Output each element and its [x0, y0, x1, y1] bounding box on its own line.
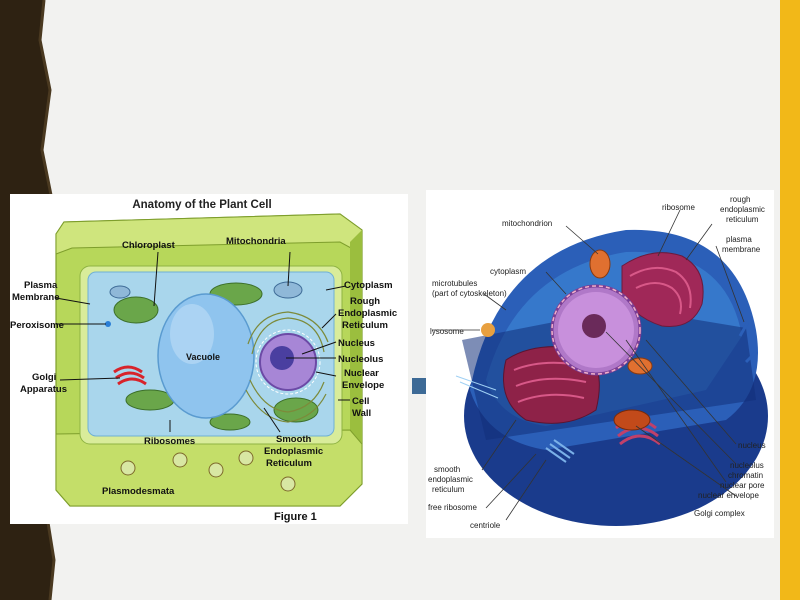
- plant-cell-title: Anatomy of the Plant Cell: [132, 199, 271, 211]
- label-plasma-membrane-2: Membrane: [12, 292, 60, 303]
- plasmodesma: [281, 477, 295, 491]
- label-mitochondria: Mitochondria: [226, 236, 286, 247]
- label-vacuole: Vacuole: [186, 352, 220, 362]
- label-free-ribosome: free ribosome: [428, 503, 477, 512]
- label-peroxisome: Peroxisome: [10, 320, 64, 331]
- plasmodesma: [239, 451, 253, 465]
- lysosome: [481, 323, 495, 337]
- label-ribosomes: Ribosomes: [144, 436, 195, 447]
- label-nuclear-envelope-1: Nuclear: [344, 368, 379, 379]
- label-smooth-er-2: Endoplasmic: [264, 446, 323, 457]
- label-plasma-membrane-2: membrane: [722, 245, 761, 254]
- label-rough-er-1: rough: [730, 195, 750, 204]
- label-cell-wall-2: Wall: [352, 408, 371, 419]
- label-rough-er-1: Rough: [350, 296, 380, 307]
- label-mitochondrion: mitochondrion: [502, 219, 552, 228]
- label-lysosome: lysosome: [430, 327, 464, 336]
- label-microtubules-1: microtubules: [432, 279, 477, 288]
- nucleolus: [582, 314, 606, 338]
- label-golgi-2: Apparatus: [20, 384, 67, 395]
- mitochondrion: [614, 410, 650, 430]
- animal-cell-diagram: ribosome rough endoplasmic reticulum mit…: [426, 190, 774, 538]
- label-cytoplasm: cytoplasm: [490, 267, 526, 276]
- label-plasma-membrane-1: Plasma: [24, 280, 58, 291]
- accent-bar: [780, 0, 800, 600]
- plant-cell-svg: Anatomy of the Plant Cell: [10, 194, 408, 524]
- label-nuclear-envelope-2: Envelope: [342, 380, 384, 391]
- label-smooth-er-3: reticulum: [432, 485, 465, 494]
- label-nucleus: nucleus: [738, 441, 766, 450]
- label-smooth-er-1: Smooth: [276, 434, 312, 445]
- plant-cell-diagram: Anatomy of the Plant Cell: [10, 194, 408, 524]
- label-nucleolus: Nucleolus: [338, 354, 383, 365]
- label-golgi-1: Golgi: [32, 372, 56, 383]
- plasmodesma: [209, 463, 223, 477]
- label-nuclear-envelope: nuclear envelope: [698, 491, 759, 500]
- animal-cell-svg: ribosome rough endoplasmic reticulum mit…: [426, 190, 774, 538]
- label-rough-er-2: endoplasmic: [720, 205, 765, 214]
- label-chromatin: chromatin: [728, 471, 763, 480]
- label-cell-wall-1: Cell: [352, 396, 369, 407]
- label-smooth-er-2: endoplasmic: [428, 475, 473, 484]
- label-plasmodesmata: Plasmodesmata: [102, 486, 175, 497]
- label-centriole: centriole: [470, 521, 501, 530]
- mitochondrion: [110, 286, 130, 298]
- label-rough-er-3: Reticulum: [342, 320, 388, 331]
- label-plasma-membrane-1: plasma: [726, 235, 752, 244]
- label-smooth-er-1: smooth: [434, 465, 460, 474]
- label-microtubules-2: (part of cytoskeleton): [432, 289, 507, 298]
- label-smooth-er-3: Reticulum: [266, 458, 312, 469]
- label-rough-er-2: Endoplasmic: [338, 308, 397, 319]
- mitochondrion: [590, 250, 610, 278]
- label-rough-er-3: reticulum: [726, 215, 759, 224]
- label-golgi-complex: Golgi complex: [694, 509, 745, 518]
- label-cytoplasm: Cytoplasm: [344, 280, 393, 291]
- chloroplast: [114, 297, 158, 323]
- label-chloroplast: Chloroplast: [122, 240, 176, 251]
- label-nucleolus: nucleolus: [730, 461, 764, 470]
- label-ribosome: ribosome: [662, 203, 695, 212]
- plasmodesma: [121, 461, 135, 475]
- label-nuclear-pore: nuclear pore: [720, 481, 765, 490]
- label-nucleus: Nucleus: [338, 338, 375, 349]
- figure-caption: Figure 1: [274, 511, 317, 523]
- plasmodesma: [173, 453, 187, 467]
